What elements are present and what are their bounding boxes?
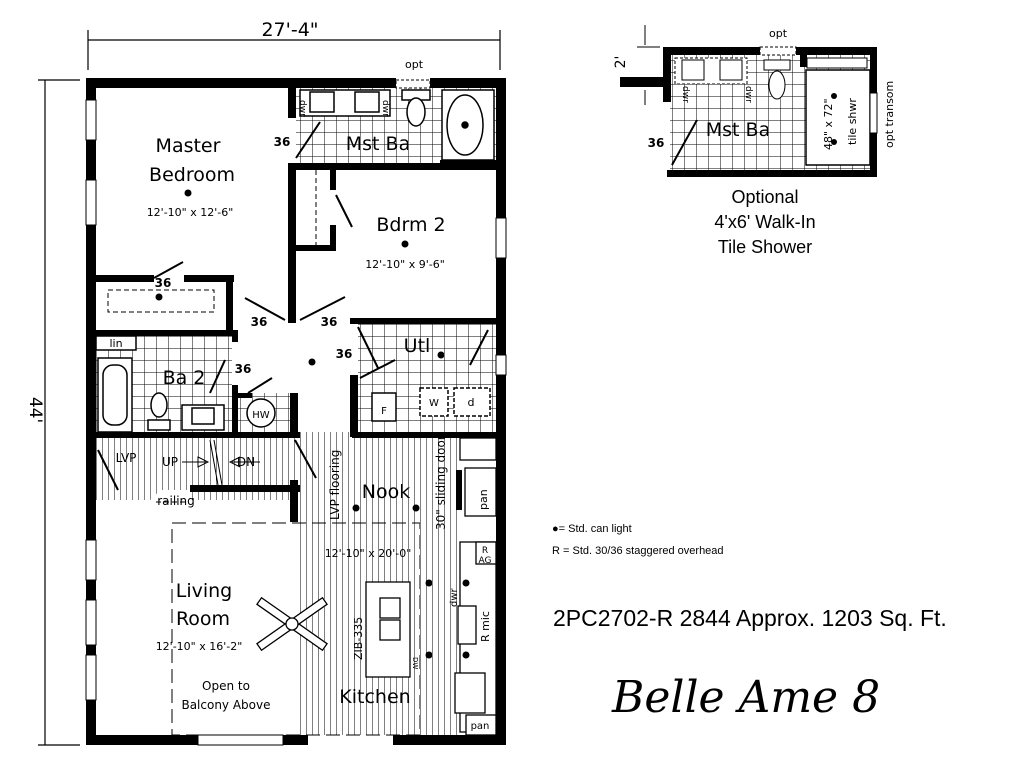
stair-arrows-icon xyxy=(182,456,260,468)
depth-dimension-label: 44' xyxy=(25,397,45,423)
open-to-balcony-note: Balcony Above xyxy=(181,698,270,712)
range-mic-label: R mic xyxy=(479,611,492,642)
opt-transom-label: opt transom xyxy=(883,81,896,148)
walls xyxy=(86,78,506,745)
shower-size-label: 48" x 72" xyxy=(822,98,835,150)
water-heater-label: HW xyxy=(252,410,270,421)
door-width-label: 36 xyxy=(274,135,291,149)
pantry-label: pan xyxy=(471,721,490,732)
stairs-up-label: UP xyxy=(162,455,178,469)
width-dimension-label: 27'-4" xyxy=(261,19,318,41)
door-width-label: 36 xyxy=(251,315,268,329)
optional-caption: Optional 4'x6' Walk-In Tile Shower xyxy=(690,185,840,260)
island-label: ZIB-335 xyxy=(352,617,365,660)
master-bedroom-label: Bedroom xyxy=(149,164,235,186)
kitchen-cabinets xyxy=(365,437,497,736)
optional-window xyxy=(395,79,431,89)
r-ag-label: AG xyxy=(479,556,492,566)
caption-line: 4'x6' Walk-In xyxy=(714,212,816,232)
lvp-label: LVP xyxy=(116,451,137,465)
optional-shower-plan xyxy=(620,25,878,177)
living-room-size: 12'-10" x 16'-2" xyxy=(156,640,243,653)
furnace-label: F xyxy=(381,406,387,417)
legend-can-light: ●= Std. can light xyxy=(552,523,632,535)
pantry-label: pan xyxy=(477,489,490,510)
optional-opt-label: opt xyxy=(769,27,788,40)
master-bedroom-label: Master xyxy=(156,135,221,157)
door-width-label: 36 xyxy=(235,362,252,376)
bedroom2-size: 12'-10" x 9'-6" xyxy=(365,258,445,271)
door-width-label: 36 xyxy=(155,276,172,290)
lvp-flooring-label: LVP flooring xyxy=(328,450,342,520)
door-width-label: 36 xyxy=(648,136,665,150)
railing-label: railing xyxy=(157,494,195,508)
depth-dimension xyxy=(38,79,80,746)
kitchen-label: Kitchen xyxy=(339,686,410,708)
living-room-label: Room xyxy=(176,608,230,630)
r-ag-label: R xyxy=(482,546,488,556)
mst-ba-opt-label: opt xyxy=(405,58,424,71)
windows xyxy=(85,99,507,746)
optional-dim-label: 2' xyxy=(613,56,629,69)
dwr-label: dwr xyxy=(680,86,690,103)
ceiling-fan-icon xyxy=(256,596,328,652)
legend-overhead: R = Std. 30/36 staggered overhead xyxy=(552,545,724,557)
bath2-label: Ba 2 xyxy=(163,367,206,389)
tile-shower-label: tile shwr xyxy=(846,98,859,145)
caption-line: Tile Shower xyxy=(717,237,813,257)
master-bath-label: Mst Ba xyxy=(346,133,410,155)
width-dimension xyxy=(87,30,501,70)
closet-shelves xyxy=(107,170,421,736)
dwr-label: dwr xyxy=(297,100,307,117)
dryer-label: d xyxy=(468,396,475,409)
dwr-label: dwr xyxy=(449,587,460,607)
dwr-label: dwr xyxy=(743,86,753,103)
bedroom2-label: Bdrm 2 xyxy=(376,214,445,236)
door-width-label: 36 xyxy=(336,347,353,361)
caption-line: Optional xyxy=(731,187,799,207)
master-bedroom-size: 12'-10" x 12'-6" xyxy=(147,206,234,219)
utility-label: Utl xyxy=(404,335,431,357)
home-name: Belle Ame 8 xyxy=(612,672,881,723)
open-to-balcony-note: Open to xyxy=(202,679,250,693)
optional-master-bath-label: Mst Ba xyxy=(706,119,770,141)
nook-label: Nook xyxy=(362,481,410,503)
kitchen-size: 12'-10" x 20'-0" xyxy=(325,547,412,560)
living-room-label: Living xyxy=(176,580,233,602)
door-width-label: 36 xyxy=(321,315,338,329)
sliding-door-label: 30" sliding door xyxy=(434,435,448,530)
door-swings xyxy=(97,121,489,491)
can-lights xyxy=(155,189,470,659)
utility-fixtures xyxy=(371,387,491,422)
dishwasher-label: DW xyxy=(411,657,419,669)
washer-label: W xyxy=(429,398,439,409)
model-info: 2PC2702-R 2844 Approx. 1203 Sq. Ft. xyxy=(553,605,947,631)
linen-label: lin xyxy=(109,337,122,350)
dwr-label: dwr xyxy=(380,100,390,117)
